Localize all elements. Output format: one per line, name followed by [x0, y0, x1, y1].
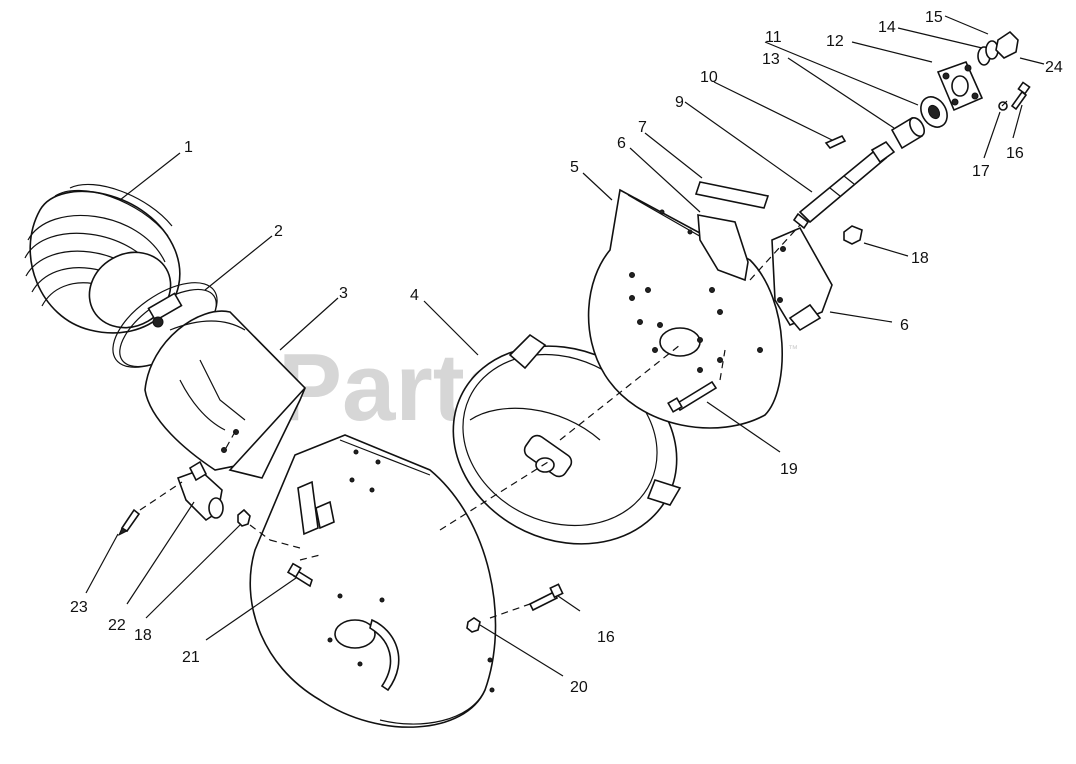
callout-14: 14: [878, 19, 896, 36]
carriage-bolt-lower[interactable]: [466, 583, 564, 633]
callout-22: 22: [108, 617, 126, 634]
callout-10: 10: [700, 69, 718, 86]
callout-18-lower: 18: [134, 627, 152, 644]
decal-strip[interactable]: [694, 181, 770, 209]
locknut-lower[interactable]: [237, 508, 251, 527]
callout-2: 2: [274, 223, 283, 240]
bearing-flange[interactable]: [936, 60, 984, 112]
drive-shaft[interactable]: [792, 140, 896, 230]
bolt-front-housing[interactable]: [286, 562, 313, 588]
callout-13: 13: [762, 51, 780, 68]
bolt-housing[interactable]: [667, 380, 718, 413]
bushing[interactable]: [890, 115, 927, 150]
locknut-upper[interactable]: [843, 225, 863, 245]
callout-6-lower: 6: [900, 317, 909, 334]
callout-9: 9: [675, 94, 684, 111]
leader-lines: [85, 15, 1045, 677]
callout-5: 5: [570, 159, 579, 176]
washer[interactable]: [977, 40, 999, 66]
callout-4: 4: [410, 287, 419, 304]
callout-3: 3: [339, 285, 348, 302]
callout-12: 12: [826, 33, 844, 50]
callout-23: 23: [70, 599, 88, 616]
callout-7: 7: [638, 119, 647, 136]
lock-washer[interactable]: [998, 101, 1008, 111]
callout-15: 15: [925, 9, 943, 26]
callout-24: 24: [1045, 59, 1063, 76]
callout-17: 17: [972, 163, 990, 180]
callout-20: 20: [570, 679, 588, 696]
callout-19: 19: [780, 461, 798, 478]
front-blower-housing[interactable]: [249, 434, 497, 728]
mounting-bracket-upper[interactable]: [697, 214, 749, 282]
callout-18-upper: 18: [911, 250, 929, 267]
callout-21: 21: [182, 649, 200, 666]
rear-housing-plate[interactable]: [587, 188, 783, 429]
chute-adapter[interactable]: [144, 310, 306, 479]
fan-impeller[interactable]: [421, 310, 710, 579]
hex-nut[interactable]: [995, 30, 1019, 59]
callout-16-upper: 16: [1006, 145, 1024, 162]
mounting-bracket-lower[interactable]: [771, 226, 833, 332]
callout-1: 1: [184, 139, 193, 156]
carriage-bolt-upper[interactable]: [1010, 81, 1031, 111]
callout-11: 11: [765, 29, 782, 46]
callout-6-upper: 6: [617, 135, 626, 152]
latch-pin[interactable]: [118, 508, 141, 537]
watermark-trademark: ™: [788, 344, 798, 355]
bearing[interactable]: [916, 92, 953, 132]
assembly-lines: [139, 99, 1009, 619]
chute-latch[interactable]: [176, 460, 224, 522]
shaft-key[interactable]: [824, 134, 847, 149]
callout-16-lower: 16: [597, 629, 615, 646]
